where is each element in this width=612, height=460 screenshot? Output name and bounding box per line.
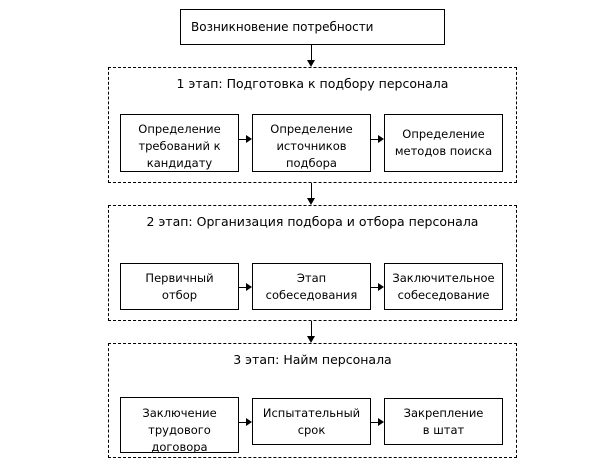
step-label: Испытательный срок [262,405,361,437]
stage-1-step-3: Определение методов поиска [384,114,503,172]
arrow-right-icon [378,135,384,143]
arrow-right-icon [378,283,384,291]
connector-s1-2-3 [371,139,379,140]
stage-3-step-3: Закрепление в штат [384,398,503,445]
stage-3-step-1: Заключение трудового договора [120,397,239,453]
connector-s1-1-2 [239,139,247,140]
stage-3-step-2: Испытательный срок [252,398,371,445]
step-label: Этап собеседования [265,270,358,302]
stage-1-title: 1 этап: Подготовка к подбору персонала [176,76,449,91]
stage-3-group: 3 этап: Найм персонала [108,343,517,458]
stage-2-step-3: Заключительное собеседование [384,263,503,310]
connector-start-stage1 [311,45,312,61]
connector-stage1-stage2 [311,183,312,199]
step-label: Заключительное собеседование [392,270,495,302]
arrow-down-icon [307,336,315,343]
arrow-right-icon [246,283,252,291]
stage-2-step-1: Первичный отбор [120,263,239,310]
arrow-down-icon [307,198,315,205]
connector-s2-2-3 [371,287,379,288]
stage-3-title: 3 этап: Найм персонала [233,352,392,367]
connector-stage2-stage3 [311,321,312,337]
arrow-right-icon [246,135,252,143]
step-label: Определение требований к кандидату [138,122,221,170]
step-label: Определение методов поиска [394,127,493,158]
connector-s3-1-2 [239,422,247,423]
step-label: Закрепление в штат [403,405,484,437]
arrow-right-icon [378,418,384,426]
start-node-label: Возникновение потребности [191,19,374,34]
step-label: Заключение трудового договора [142,406,217,453]
stage-2-title: 2 этап: Организация подбора и отбора пер… [146,214,479,229]
connector-s2-1-2 [239,287,247,288]
stage-2-step-2: Этап собеседования [252,263,371,310]
arrow-down-icon [307,60,315,67]
stage-1-group: 1 этап: Подготовка к подбору персонала [108,67,517,183]
connector-s3-2-3 [371,422,379,423]
stage-2-group: 2 этап: Организация подбора и отбора пер… [108,205,517,321]
step-label: Определение источников подбора [270,122,353,170]
start-node: Возникновение потребности [180,9,445,45]
arrow-right-icon [246,418,252,426]
stage-1-step-1: Определение требований к кандидату [120,114,239,172]
step-label: Первичный отбор [145,270,214,302]
stage-1-step-2: Определение источников подбора [252,114,371,172]
